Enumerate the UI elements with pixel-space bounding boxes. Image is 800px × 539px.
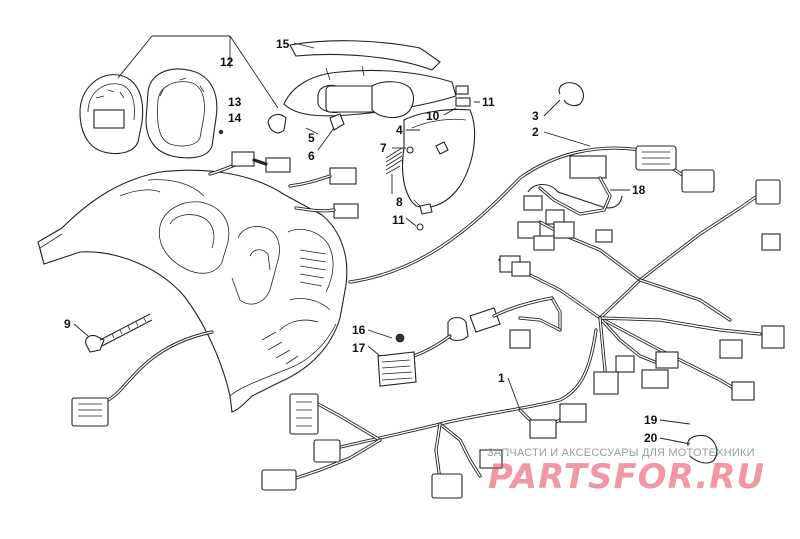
- gauge-assembly: [79, 68, 224, 159]
- headlight-assembly: [267, 40, 476, 231]
- callout-3: 3: [532, 109, 539, 123]
- callout-11-bottom: 11: [392, 213, 405, 227]
- callout-9: 9: [64, 317, 71, 331]
- main-harness: [348, 146, 762, 394]
- callout-10: 10: [426, 109, 440, 123]
- dash-connectors: [208, 151, 359, 219]
- watermark-brand: PARTSFOR.RU: [488, 457, 765, 497]
- callout-18: 18: [632, 183, 646, 197]
- callout-17: 17: [352, 341, 366, 355]
- harness-connectors: [499, 145, 785, 401]
- watermark-subtitle: ЗАПЧАСТИ И АКСЕССУАРЫ ДЛЯ МОТОТЕХНИКИ: [487, 447, 755, 459]
- callout-20: 20: [644, 431, 658, 445]
- callout-7: 7: [380, 141, 387, 155]
- callout-8: 8: [396, 195, 403, 209]
- callout-2: 2: [532, 125, 539, 139]
- callout-14: 14: [228, 111, 242, 125]
- callout-11-top: 11: [482, 95, 495, 109]
- left-harness: [71, 330, 214, 427]
- callout-19: 19: [644, 413, 658, 427]
- callout-13: 13: [228, 95, 242, 109]
- callout-1: 1: [498, 371, 505, 385]
- lower-harness: [261, 296, 598, 499]
- callout-4: 4: [396, 123, 403, 137]
- voltage-regulator: [377, 333, 417, 387]
- callout-15: 15: [276, 37, 290, 51]
- clip-20: [687, 434, 718, 464]
- watermark: ЗАПЧАСТИ И АКСЕССУАРЫ ДЛЯ МОТОТЕХНИКИ PA…: [487, 447, 765, 497]
- callout-16: 16: [352, 323, 366, 337]
- bolt: [85, 313, 153, 353]
- callout-12: 12: [220, 55, 234, 69]
- sensor-harness: [538, 176, 612, 216]
- callout-5: 5: [308, 131, 315, 145]
- clip-3: [558, 82, 585, 107]
- callout-labels: 1 2 3 4 5 6 7 8 9 10 11 11 12 13 14 15 1…: [64, 37, 658, 445]
- dash-cowl: [37, 169, 348, 413]
- callout-6: 6: [308, 149, 315, 163]
